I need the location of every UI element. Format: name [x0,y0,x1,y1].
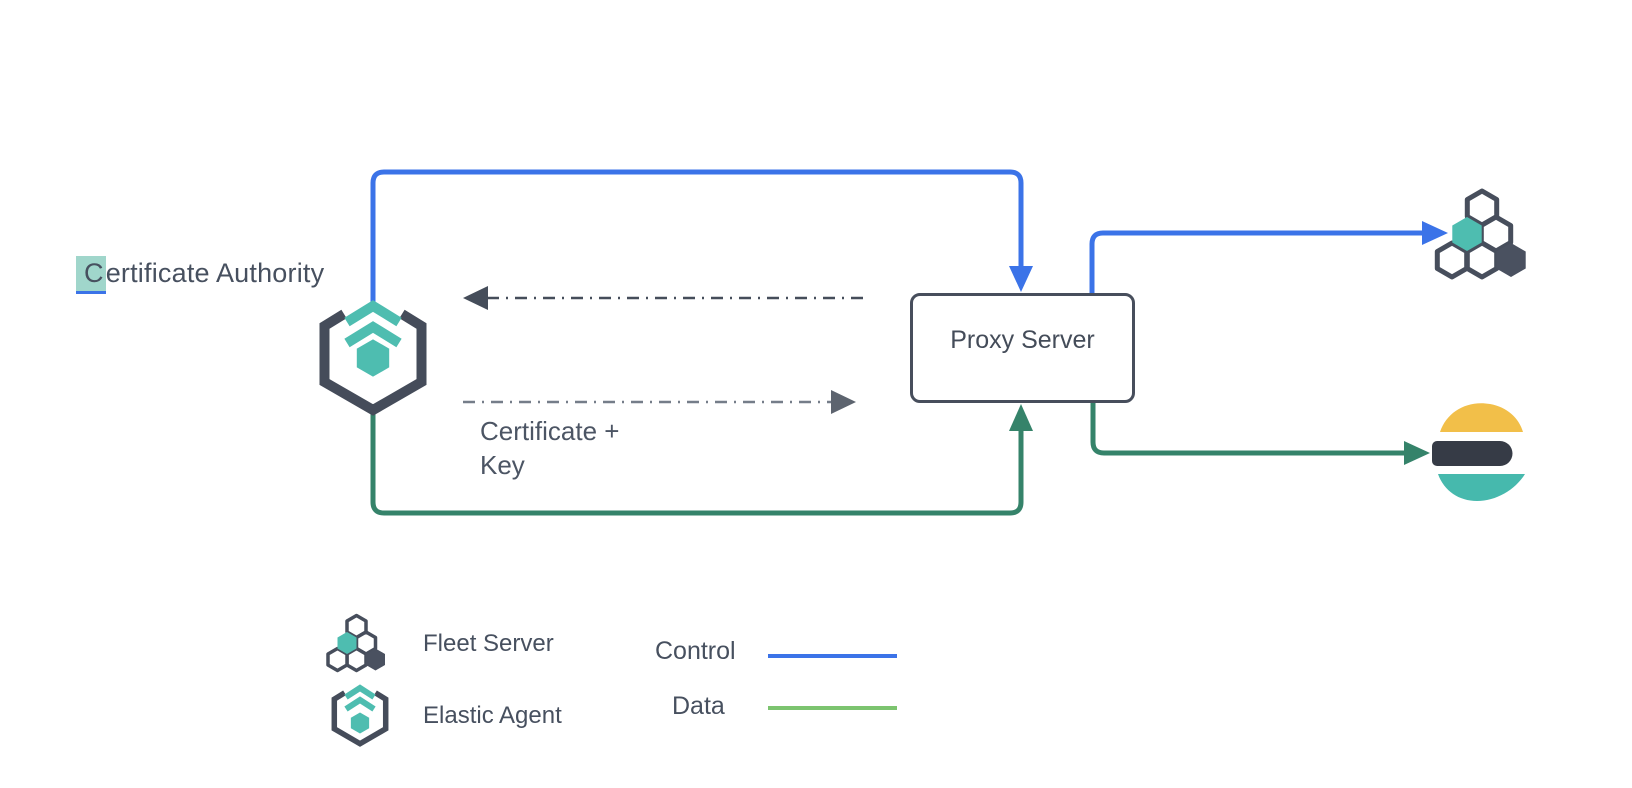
fleet-hexagon-dark [366,648,385,671]
control-connector-proxy-to-fleet[interactable] [1089,221,1448,293]
legend-control-label[interactable]: Control [655,637,736,665]
arrowhead-right-icon [1422,221,1448,245]
arrowhead-right-icon [1404,441,1430,465]
legend-elastic-agent-icon[interactable] [331,684,389,747]
certificate-key-arrow[interactable] [463,390,856,414]
arrowhead-up-icon [1009,404,1033,431]
agent-chevron [344,696,376,712]
legend-fleet-server-label[interactable]: Fleet Server [423,630,554,657]
elastic-agent-icon[interactable] [319,300,427,416]
fleet-hexagon-dark [1496,243,1526,277]
arrowhead-down-icon [1009,266,1033,292]
control-line [370,169,1024,302]
control-line [1089,230,1423,293]
agent-chevron [344,684,376,700]
data-connector-proxy-to-elasticsearch[interactable] [1090,403,1430,465]
proxy-server-label: Proxy Server [950,325,1095,354]
agent-chevron [344,300,402,327]
certificate-request-arrow[interactable] [463,286,868,310]
data-connector-agent-to-proxy[interactable] [370,404,1033,516]
control-connector-agent-to-proxy[interactable] [370,169,1033,302]
legend-fleet-server-icon[interactable] [326,613,385,673]
fleet-hexagon-teal [1452,217,1482,251]
data-line [370,404,1024,516]
elasticsearch-top-band [1440,403,1523,432]
data-line [1090,403,1406,456]
arrowhead-left-icon [463,286,488,310]
certificate-authority-label[interactable]: Certificate Authority [76,256,324,294]
agent-chevron [344,321,402,348]
fleet-hexagon-teal [337,632,357,654]
agent-bracket [319,309,427,416]
agent-bracket [331,690,389,747]
arrowhead-right-icon [831,390,856,414]
agent-hexagon [348,709,372,737]
text-selection-highlight: C [76,256,106,294]
elasticsearch-middle-band [1432,441,1513,466]
proxy-server-node[interactable]: Proxy Server [910,293,1135,403]
elasticsearch-bottom-band [1438,474,1525,501]
legend-data-label[interactable]: Data [672,692,725,720]
fleet-server-icon[interactable] [1434,188,1526,280]
agent-hexagon [352,334,394,382]
legend-elastic-agent-label[interactable]: Elastic Agent [423,702,562,729]
elasticsearch-icon[interactable] [1432,403,1525,501]
fleet-hexagon [1434,240,1470,280]
certificate-key-label[interactable]: Certificate + Key [480,416,620,480]
